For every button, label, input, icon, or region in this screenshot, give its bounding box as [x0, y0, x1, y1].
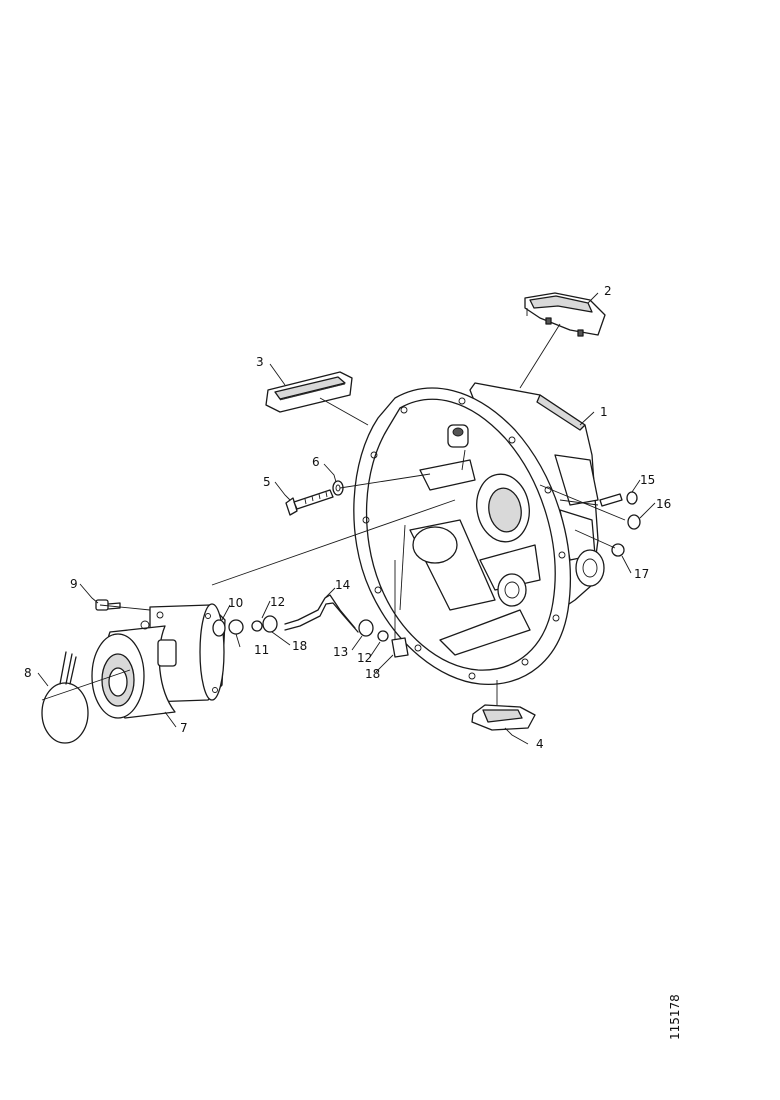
leader-lines — [37, 292, 656, 745]
bolt-9 — [95, 599, 121, 611]
right-hardware — [599, 491, 641, 557]
nut-18 — [262, 615, 278, 633]
callout-17: 17 — [634, 567, 649, 581]
top-cover-plate — [524, 292, 606, 337]
bottom-cover-plate — [471, 704, 536, 731]
figure-id: 115178 — [668, 994, 682, 1040]
retaining-ring — [41, 651, 89, 744]
callout-8: 8 — [24, 666, 32, 680]
callout-7: 7 — [180, 721, 188, 735]
callout-14: 14 — [335, 578, 350, 592]
nut-18b — [391, 637, 409, 658]
cover-housing — [91, 603, 226, 719]
washer-15 — [626, 491, 638, 505]
callout-12-upper: 12 — [270, 595, 285, 609]
callout-4: 4 — [536, 737, 544, 751]
callout-13: 13 — [333, 645, 348, 659]
washer-12 — [251, 620, 263, 632]
washer-12b — [377, 630, 389, 642]
callout-16: 16 — [656, 497, 671, 511]
callout-15: 15 — [640, 473, 655, 487]
callout-10: 10 — [228, 596, 243, 610]
callout-12-lower: 12 — [357, 651, 372, 665]
callout-1: 1 — [600, 405, 608, 419]
bolt-5 — [285, 489, 334, 516]
nut-13 — [358, 619, 374, 637]
fitting-10 — [212, 619, 226, 637]
callout-5: 5 — [263, 475, 271, 489]
callout-11: 11 — [254, 643, 269, 657]
sensor-fittings — [212, 615, 409, 658]
callout-3: 3 — [256, 355, 264, 369]
nut-11 — [228, 619, 244, 635]
callout-2: 2 — [604, 284, 612, 298]
assembly-lines — [41, 323, 626, 705]
inspection-cover-plate — [265, 371, 353, 413]
callout-9: 9 — [70, 577, 78, 591]
pipe-14 — [284, 594, 359, 633]
callout-labels: 1 2 3 4 5 6 7 8 9 10 11 12 12 13 14 15 1… — [24, 284, 671, 751]
washer-6 — [332, 480, 344, 496]
nut-17 — [611, 543, 625, 557]
stud-15 — [599, 493, 623, 507]
flywheel-housing — [353, 382, 605, 685]
nut-16 — [627, 514, 641, 530]
callout-18-left: 18 — [292, 639, 307, 653]
callout-6: 6 — [312, 455, 320, 469]
callout-18-right: 18 — [365, 667, 380, 681]
